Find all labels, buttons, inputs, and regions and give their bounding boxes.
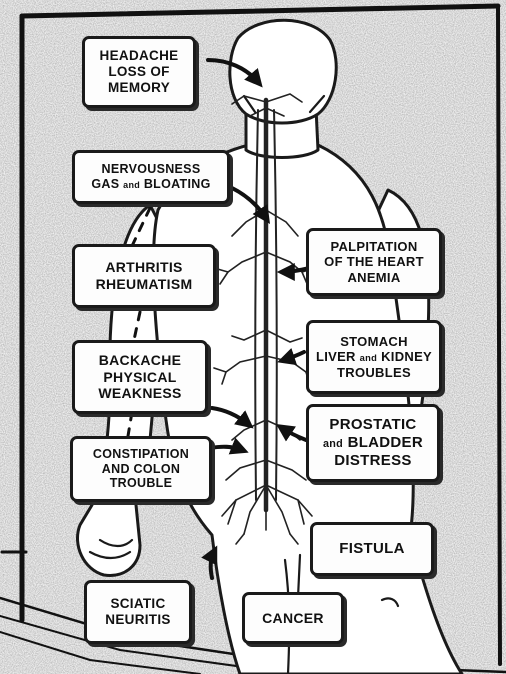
label-line: MEMORY xyxy=(100,80,179,96)
label-line: HEADACHE xyxy=(100,48,179,64)
label-fistula: FISTULA xyxy=(310,522,434,576)
label-sciatic: SCIATIC NEURITIS xyxy=(84,580,192,644)
label-line: ANEMIA xyxy=(324,270,424,285)
label-word: BLOATING xyxy=(144,177,211,191)
label-word: LIVER xyxy=(316,349,356,364)
label-nervousness: NERVOUSNESS GAS and BLOATING xyxy=(72,150,230,204)
label-line: PROSTATIC xyxy=(323,416,423,434)
label-line: OF THE HEART xyxy=(324,254,424,269)
label-arthritis: ARTHRITIS RHEUMATISM xyxy=(72,244,216,308)
label-word: KIDNEY xyxy=(381,349,432,364)
label-line: FISTULA xyxy=(339,540,404,558)
label-palpitation: PALPITATION OF THE HEART ANEMIA xyxy=(306,228,442,296)
label-line: SCIATIC xyxy=(105,596,170,612)
label-line: TROUBLES xyxy=(316,365,432,380)
label-line: STOMACH xyxy=(316,334,432,349)
label-line: and BLADDER xyxy=(323,434,423,452)
label-line: LOSS OF xyxy=(100,64,179,80)
label-constipation: CONSTIPATION AND COLON TROUBLE xyxy=(70,436,212,502)
label-line: LIVER and KIDNEY xyxy=(316,349,432,364)
label-backache: BACKACHE PHYSICAL WEAKNESS xyxy=(72,340,208,414)
label-line: NEURITIS xyxy=(105,612,170,628)
label-prostatic: PROSTATIC and BLADDER DISTRESS xyxy=(306,404,440,482)
label-line: PALPITATION xyxy=(324,239,424,254)
label-line: RHEUMATISM xyxy=(96,276,193,293)
label-conjunction: and xyxy=(123,180,140,190)
label-line: BACKACHE xyxy=(98,352,181,369)
label-conjunction: and xyxy=(323,438,343,450)
label-line: DISTRESS xyxy=(323,452,423,470)
label-headache: HEADACHE LOSS OF MEMORY xyxy=(82,36,196,108)
label-cancer: CANCER xyxy=(242,592,344,644)
label-line: TROUBLE xyxy=(93,476,189,491)
label-stomach: STOMACH LIVER and KIDNEY TROUBLES xyxy=(306,320,442,394)
label-line: CANCER xyxy=(262,610,324,627)
label-conjunction: and xyxy=(360,353,378,363)
label-line: AND COLON xyxy=(93,462,189,477)
label-word: BLADDER xyxy=(348,434,423,451)
label-line: NERVOUSNESS xyxy=(91,162,210,177)
label-word: GAS xyxy=(91,177,119,191)
label-line: ARTHRITIS xyxy=(96,259,193,276)
label-line: GAS and BLOATING xyxy=(91,177,210,192)
label-line: WEAKNESS xyxy=(98,385,181,402)
label-line: CONSTIPATION xyxy=(93,447,189,462)
label-line: PHYSICAL xyxy=(98,369,181,386)
